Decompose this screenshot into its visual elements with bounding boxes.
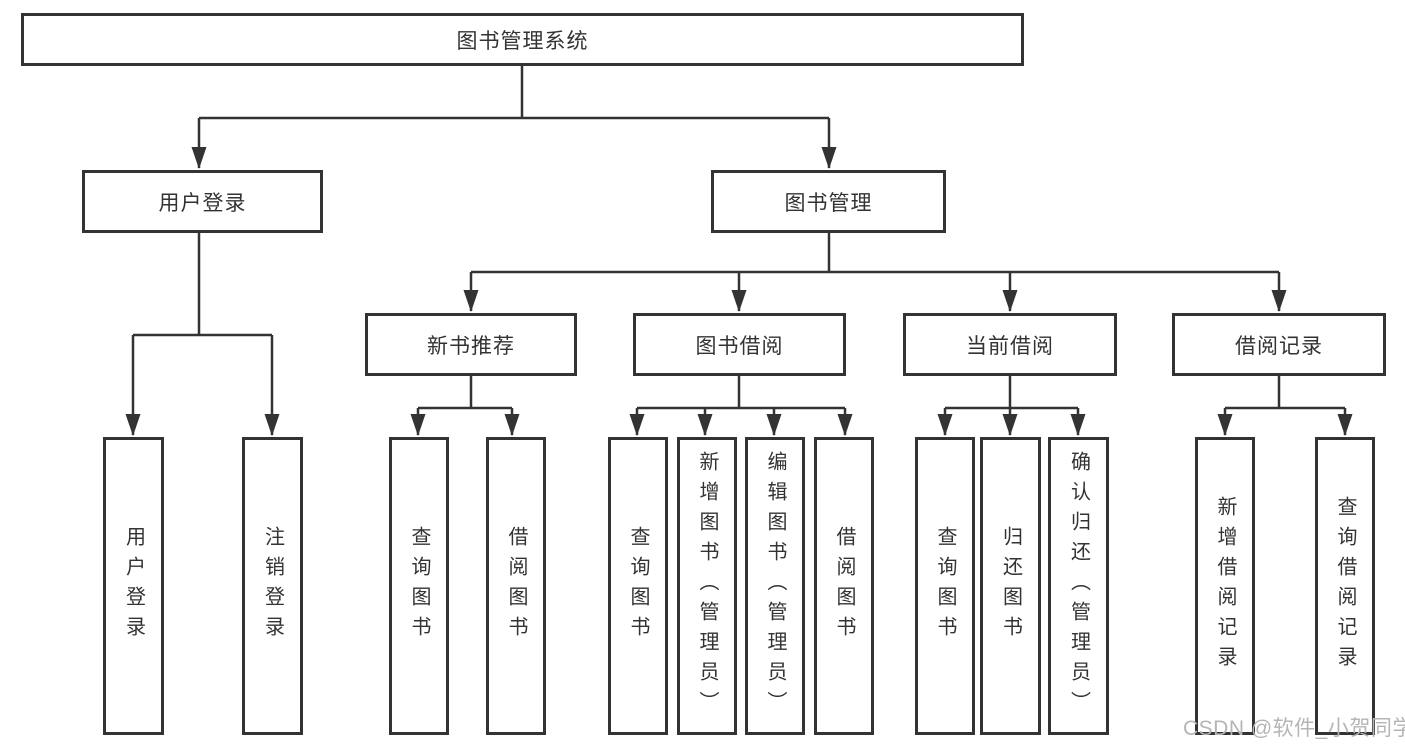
- leaf-current-confirm-return-admin: 确认归还（管理员）: [1048, 437, 1109, 735]
- leaf-records-add-record: 新增借阅记录: [1195, 437, 1255, 735]
- leaf-borrow-add-books-admin: 新增图书（管理员）: [677, 437, 737, 735]
- node-book-borrowing: 图书借阅: [633, 313, 846, 376]
- node-new-book-recommendation: 新书推荐: [365, 313, 577, 376]
- node-root-library-system: 图书管理系统: [21, 13, 1024, 66]
- node-book-management: 图书管理: [711, 170, 946, 233]
- csdn-watermark: CSDN @软件_小贺同学: [1183, 717, 1405, 740]
- leaf-borrow-borrow-books: 借阅图书: [814, 437, 874, 735]
- node-user-login: 用户登录: [82, 170, 323, 233]
- leaf-records-query-record: 查询借阅记录: [1315, 437, 1375, 735]
- leaf-borrow-query-books: 查询图书: [608, 437, 668, 735]
- node-current-borrowing: 当前借阅: [903, 313, 1117, 376]
- leaf-current-return-books: 归还图书: [980, 437, 1041, 735]
- leaf-newrec-borrow-books: 借阅图书: [486, 437, 546, 735]
- leaf-user-login: 用户登录: [103, 437, 164, 735]
- leaf-borrow-edit-books-admin: 编辑图书（管理员）: [745, 437, 805, 735]
- leaf-current-query-books: 查询图书: [915, 437, 975, 735]
- leaf-newrec-query-books: 查询图书: [389, 437, 449, 735]
- leaf-logout: 注销登录: [242, 437, 303, 735]
- node-borrowing-records: 借阅记录: [1172, 313, 1386, 376]
